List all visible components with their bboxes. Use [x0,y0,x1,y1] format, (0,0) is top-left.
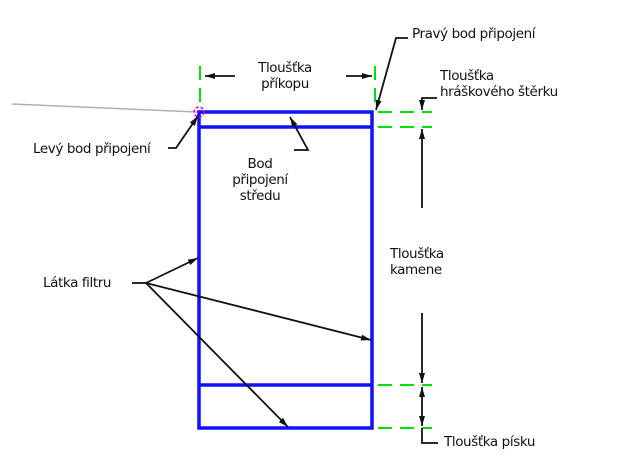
trench-width-line-2: příkopu [261,76,309,92]
center-attach-line-2: připojení [232,172,288,188]
stone-thickness-label: Tloušťka kamene [390,246,444,278]
left-attach-point-marker [193,106,205,118]
ground-line [11,103,198,113]
filter-fabric-label: Látka filtru [43,275,112,291]
gravel-thickness-line-2: hráškového štěrku [440,84,558,100]
center-attach-line-3: středu [239,188,281,204]
trench-width-label: Tloušťka příkopu [240,60,330,92]
leaders [132,37,438,444]
left-attach-point-label: Levý bod připojení [33,141,151,157]
center-attach-line-1: Bod [247,156,273,172]
stone-thickness-line-1: Tloušťka [390,246,444,262]
center-attach-point-label: Bod připojení středu [215,156,305,204]
trench-width-line-1: Tloušťka [258,60,312,76]
trench-section [197,110,374,430]
green-dimension-lines [199,66,432,429]
sand-thickness-label: Tloušťka písku [444,434,535,450]
right-attach-point-label: Pravý bod připojení [412,26,536,42]
gravel-thickness-line-1: Tloušťka [440,68,494,84]
gravel-thickness-label: Tloušťka hráškového štěrku [440,68,558,100]
stone-thickness-line-2: kamene [390,262,442,278]
